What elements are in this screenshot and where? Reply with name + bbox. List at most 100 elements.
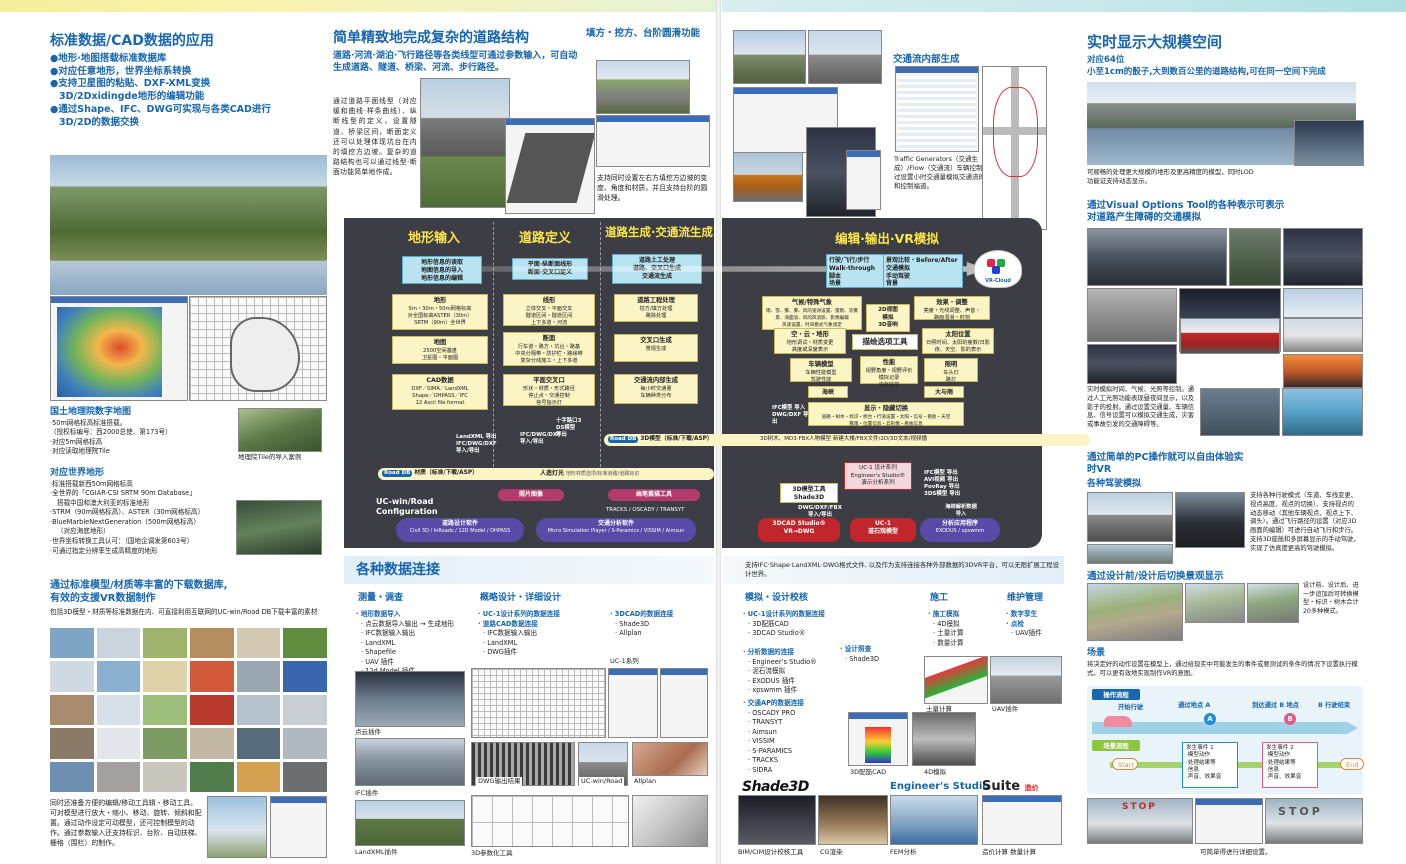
road-city-render (420, 78, 510, 208)
flow-material-db-tag: Road DB (382, 470, 413, 478)
dwg-caption: DWG输出结果 (476, 777, 523, 786)
stop-sign-1: STOP (1122, 802, 1157, 812)
traffic-list-window (895, 66, 979, 152)
event-2-box: 发生事件 2 ·模型动作 ·处理结果等 ·信息 ·声音、效果音 (1262, 742, 1318, 788)
gsi-tile-image (238, 408, 322, 452)
flow-model-bar2: 3D树木、MD3·FBX人物模型 新建大楼/FBX文件/2D/3D文本/视频播 (760, 436, 928, 442)
slope-ui (596, 115, 710, 167)
sim-traffic-2: · OSCADY PRO (748, 708, 796, 717)
flow-box-effect-text: 亮度・光线调整、声音・ 路面湿滑・时刻 (923, 307, 981, 321)
stop-image-1: STOP (1087, 798, 1193, 844)
flow-box-performance-title: 性能 (882, 359, 896, 366)
datalink-col-survey: 测量・调查 (358, 593, 404, 603)
cost-calc-image (982, 795, 1062, 845)
drive-end-label: B 行驶结束 (1318, 702, 1351, 709)
flow-ifc-export: IFC模型 导出 AVI视频 导出 PovRay 导出 3DS模型 导出 (924, 470, 961, 498)
flow-ucwin-config: UC-win/Road Configuration (376, 497, 438, 516)
event-1-box: 发生事件 1 ·模型动作 ·处理结果等 ·信息 ·声音、效果音 (1182, 742, 1238, 788)
flow-box-road-section-title: 断面 (542, 335, 556, 342)
traffic-desc: Traffic Generators（交通生成）/Flow（交通流）车辆控制，通… (894, 155, 998, 191)
visual-sunset-image (1283, 354, 1363, 388)
left-title: 标准数据/CAD数据的应用 (50, 33, 214, 49)
flow-box-vehicle: 车辆模型车辆性能模型 驾驶性能 (790, 358, 852, 383)
marker-b: B (1284, 713, 1296, 725)
visual-image-3 (1283, 228, 1363, 286)
flow-box-sky-title: 空・云・地形 (791, 331, 829, 338)
fourd-caption: 4D模拟 (924, 768, 947, 776)
traffic-title: 交通流内部生成 (893, 54, 960, 65)
arrive-b-label: 到达通过 B 地点 (1252, 702, 1299, 709)
flow-box-road-section-text: 行车道・路方・坑台・路基 中央分隔带・防护栏・路缘带 复杂分线施工・上下多道 (515, 343, 583, 364)
flow-box-road-line: 线形立体交叉・平面交叉 隧道区间・隧道区间 上下多道・河流 (503, 294, 595, 326)
gsi-item-1: ·50m网格标高标准搭载。 (50, 418, 127, 427)
flow-header-terrain: 地形输入 (407, 231, 460, 246)
flow-cyan-terrain: 地形信息的读取 地图信息的导入 地形信息的编辑 (402, 256, 482, 284)
flow-human-light-label: 人造灯光 (540, 470, 565, 477)
sim-item-1: · UC-1设计系列的数据连接 (743, 610, 825, 618)
right-title: 实时显示大规模空间 (1087, 33, 1223, 51)
flow-box-effect: 效果・调整亮度・光线调整、声音・ 路面湿滑・时刻 (914, 296, 990, 321)
flow-label-ifc-model: IFC模型 导入 DWG/DXF 导出 (772, 405, 809, 426)
datalink-col-simulation: 模拟・设计校核 (745, 593, 809, 603)
left-bullet-4: ●通过Shape、IFC、DWG可实现与各类CAD进行 (50, 104, 271, 116)
sim-traffic-5: · VISSIM (748, 737, 775, 746)
left-bullet-2: ●对应任意地形，世界坐标系转换 (50, 65, 192, 77)
vr-cloud-icon: VR-Cloud (974, 250, 1022, 288)
flow-traffic-sw: 交通分析软件 Micro Simulation Player / S-Param… (536, 518, 696, 542)
scene-end: End (1340, 758, 1364, 770)
rebar-caption: 3D配筋CAD (850, 768, 887, 776)
design-item-1: · UC-1设计系列的数据连接 (478, 610, 560, 618)
visual-image-4 (1087, 288, 1177, 342)
switch-desc: 设计前、设计后、进一步追加后可转换模型・标识・树木合计20多种模式。 (1303, 582, 1359, 616)
gsi-item-4: ·对应读取地理院Tile (50, 447, 110, 456)
world-item-2: ·全世界的「CGIAR-CSI SRTM 90m Database」 (50, 489, 196, 498)
fourd-image (912, 712, 976, 766)
slope-title: 填方・挖方、台阶圆滑功能 (586, 28, 701, 39)
pc-title: 通过简单的PC操作就可以自由体验实时VR (1087, 452, 1244, 475)
fem-caption: FEM分析 (890, 848, 917, 856)
survey-item-3: · IFC数据输入输出 (361, 629, 416, 638)
flow-box-lighting-text: 车头灯 路灯 (943, 369, 959, 383)
visual-image-7 (1087, 344, 1177, 384)
visual-bus-image (1180, 318, 1280, 354)
cg-caption: CG渲染 (820, 848, 843, 856)
db-tile-grid (50, 628, 327, 792)
flow-box-gen-crossing-text: 景观生成 (645, 345, 667, 352)
flow-box-effect-title: 效果・调整 (936, 299, 968, 306)
shade3d-logo: Shade3D (742, 779, 809, 795)
scene-desc: 将决定好的动作设置在模型上，通过给现实中可能发生的事件或要测试的条件的情况下设置… (1087, 661, 1358, 677)
uc1-screen-2 (660, 668, 708, 738)
left-bullet-3: ●支持卫星图的粘贴、DXF-XML变换 (50, 78, 211, 90)
gsi-item-2: （授权标编号：西2000总使、第173号） (50, 428, 172, 437)
flow-box-cad-data-text: DXF／SIMA／LandXML Shape／OHPASS／IFC 12 Asc… (411, 385, 469, 406)
flow-header-generate: 道路生成·交通流生成 (605, 225, 713, 239)
flow-box-sky: 空・云・地形地形调试・材质变更 高度或深度表示 (774, 328, 846, 354)
soil-calc-image (924, 656, 988, 704)
flow-box-fire: 大与雨 (924, 386, 964, 398)
param-3d-image (632, 795, 708, 847)
switch-image-1 (1087, 583, 1183, 641)
flow-box-road-crossing-text: 形状・材质・形式路径 停止点・交通控制 信号指示灯 (523, 385, 575, 406)
slope-render (596, 60, 690, 114)
maint-item-2: · 点检 (1006, 619, 1024, 628)
visual-options-title: 通过Visual Options Tool的各种表示可表示对道路产生障碍的交通模… (1087, 200, 1285, 223)
gsi-tile-caption: 地理院Tile的导入案例 (238, 453, 302, 461)
sim-analysis-2: · Engineer’s Studio® (748, 657, 817, 666)
allplan-caption: Allplan (634, 777, 657, 785)
uc1-screen-1 (608, 668, 658, 738)
flow-header-road: 道路定义 (518, 231, 571, 246)
driving-image-2 (1175, 492, 1245, 548)
scene-title: 场景 (1087, 648, 1106, 658)
flow-box-gen-earthwork-title: 道路工程处理 (637, 297, 675, 304)
right-sub-2: 小至1cm的骰子,大到数百公里的道路结构,可在同一空间下完成 (1087, 67, 1326, 77)
flow-material-bar-text: 材质（标准/下载/ASP） (414, 470, 478, 476)
flow-human-light-sub: 地形材质选项/标准道路/道路标识 (565, 471, 640, 477)
flow-box-gen-traffic-text: 每小时交通量 车辆种类分布 (640, 385, 672, 399)
datalink-col-maintenance: 维护管理 (1007, 593, 1044, 603)
flow-box-sun-title: 太阳位置 (945, 331, 971, 338)
cg-render-image (818, 795, 888, 845)
flow-box-cad-data-title: CAD数据 (426, 377, 454, 384)
flow-analysis-sub: EXODUS / xpswmm (935, 527, 985, 534)
